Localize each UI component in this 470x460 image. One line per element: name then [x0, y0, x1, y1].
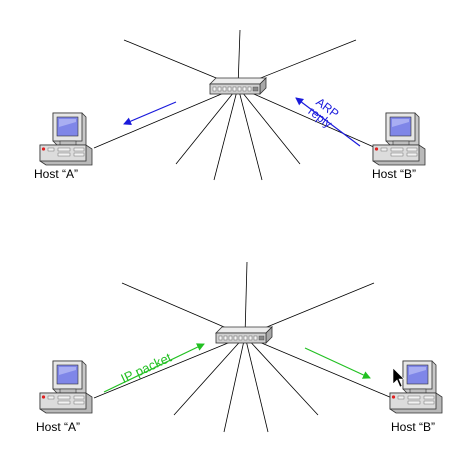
ip-packet-arrow-right: [304, 347, 371, 379]
top-hub-icon: [209, 77, 267, 95]
bottom-host-b-label: Host “B”: [391, 420, 435, 434]
top-scene: ARP reply Host “A” Host “B”: [34, 29, 426, 181]
arp-reply-arrow-right: [295, 97, 361, 147]
mouse-pointer-icon: [392, 367, 405, 388]
bottom-hub-icon: [215, 326, 273, 344]
bottom-host-b-computer-icon: [389, 360, 443, 414]
arp-reply-label: ARP reply: [306, 95, 342, 131]
top-host-b-computer-icon: [372, 112, 426, 166]
ip-packet-label: IP packet: [118, 350, 174, 387]
ip-packet-arrow-left: [103, 343, 205, 393]
bottom-cables: [93, 261, 393, 433]
arp-reply-arrow-left: [123, 101, 177, 125]
top-host-a-computer-icon: [39, 112, 93, 166]
bottom-host-a-computer-icon: [39, 360, 93, 414]
top-host-a-label: Host “A”: [34, 167, 78, 181]
top-host-b-label: Host “B”: [372, 167, 416, 181]
bottom-host-a-label: Host “A”: [36, 420, 80, 434]
bottom-scene: IP packet Host “A” Host “B”: [36, 261, 443, 434]
